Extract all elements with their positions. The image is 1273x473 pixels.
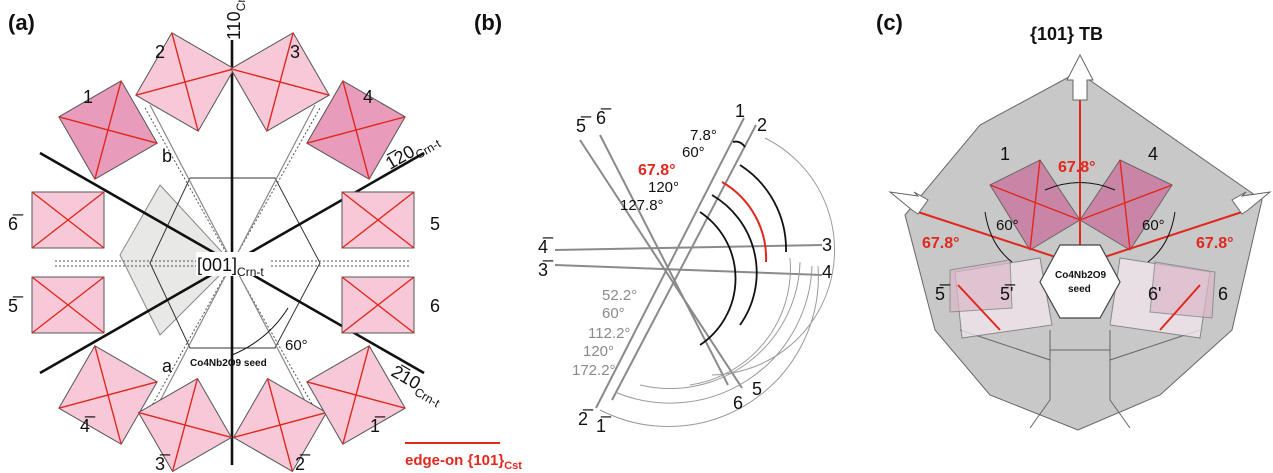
tetrahedra bbox=[31, 32, 415, 473]
seed-hexagon-c bbox=[1039, 244, 1121, 319]
grey-arcs bbox=[599, 137, 836, 427]
arrows bbox=[888, 53, 1272, 215]
b-label-1bar: 1̅ bbox=[596, 416, 612, 436]
tetra-2bar bbox=[232, 377, 328, 473]
b-label-3bar: 3̅ bbox=[538, 260, 554, 280]
tetra-3bar bbox=[137, 377, 233, 473]
panel-b-diagram: 1 2 3 4 5 6 5̅ 6̅ 4̅ 3̅ 2̅ 1̅ 7.8° 60° 6… bbox=[538, 101, 836, 436]
axis-110-label: 110Crn-t bbox=[224, 0, 248, 40]
c-label-6-prime: 6' bbox=[1148, 284, 1161, 304]
upper-tetrahedra bbox=[989, 159, 1173, 251]
angle-67-8-top: 67.8° bbox=[1058, 159, 1096, 176]
b-label-6bar: 6̅ bbox=[596, 108, 612, 128]
b-label-6: 6 bbox=[733, 393, 743, 413]
tetra-4 bbox=[306, 80, 406, 180]
tetra-6 bbox=[341, 276, 415, 334]
c-label-6: 6 bbox=[1218, 284, 1228, 304]
label-5: 5 bbox=[430, 214, 440, 234]
angle-7-8: 7.8° bbox=[690, 127, 717, 144]
twin-boundaries bbox=[917, 95, 1243, 331]
seed-label: Co4Nb2O9 seed bbox=[190, 358, 267, 369]
label-2: 2 bbox=[155, 42, 165, 62]
panel-label-b: (b) bbox=[474, 10, 502, 35]
c-label-1: 1 bbox=[1000, 144, 1010, 164]
tetra-6bar bbox=[31, 191, 105, 249]
angle-120-grey: 120° bbox=[583, 343, 614, 360]
label-3: 3 bbox=[290, 42, 300, 62]
b-label-5bar: 5̅ bbox=[576, 116, 592, 136]
tetra-5 bbox=[341, 191, 415, 249]
b-label-4bar: 4̅ bbox=[538, 237, 554, 257]
tetra-5bar bbox=[31, 276, 105, 334]
angle-52-2: 52.2° bbox=[602, 287, 637, 304]
angle-67-8-left: 67.8° bbox=[922, 235, 960, 252]
red-arc bbox=[721, 181, 768, 263]
tetra-1bar bbox=[306, 345, 406, 445]
b-label-2: 2 bbox=[757, 115, 767, 135]
direction-lines bbox=[554, 117, 823, 409]
point-a: a bbox=[162, 356, 173, 376]
b-label-3: 3 bbox=[822, 235, 832, 255]
c-label-5bar-prime: 5̅' bbox=[1000, 284, 1016, 304]
panel-label-a: (a) bbox=[8, 10, 35, 35]
angle-60-grey: 60° bbox=[602, 305, 625, 322]
seed-wedge bbox=[119, 184, 233, 336]
point-b: b bbox=[162, 146, 172, 166]
c-label-4: 4 bbox=[1148, 144, 1158, 164]
tetra-2 bbox=[135, 32, 235, 132]
center-label-bg bbox=[196, 252, 270, 276]
label-5bar: 5̅ bbox=[8, 296, 24, 316]
angle-127-8: 127.8° bbox=[620, 197, 664, 214]
seed-line2: seed bbox=[1068, 284, 1091, 295]
angle-120-b: 120° bbox=[648, 179, 679, 196]
angle-60-b: 60° bbox=[682, 144, 705, 161]
legend-text: edge-on {101}Cst bbox=[405, 452, 522, 472]
label-4: 4 bbox=[363, 87, 373, 107]
arrow-right-icon bbox=[1231, 191, 1272, 215]
angle-60: 60° bbox=[285, 337, 308, 354]
panel-a-diagram: [001]Crn-t Co4Nb2O9 seed 60° 110Crn-t 1̅… bbox=[8, 0, 444, 473]
b-label-4: 4 bbox=[822, 262, 832, 282]
label-6: 6 bbox=[430, 296, 440, 316]
panel-label-c: (c) bbox=[876, 10, 903, 35]
tetra-4bar bbox=[58, 345, 158, 445]
angle-172-2: 172.2° bbox=[572, 362, 616, 379]
angle-112-2: 112.2° bbox=[588, 325, 630, 342]
tetra-3 bbox=[230, 32, 330, 132]
label-6bar: 6̅ bbox=[8, 214, 24, 234]
angle-60-right: 60° bbox=[1142, 217, 1165, 234]
legend: edge-on {101}Cst bbox=[405, 442, 522, 472]
b-label-1: 1 bbox=[735, 101, 745, 121]
tetra-1 bbox=[58, 80, 158, 180]
arrow-up-icon bbox=[1066, 53, 1094, 101]
seed-line1: Co4Nb2O9 bbox=[1055, 270, 1107, 281]
lower-tetrahedra bbox=[949, 257, 1216, 339]
arrow-left-icon bbox=[888, 191, 929, 215]
angle-60-left: 60° bbox=[996, 217, 1019, 234]
angle-67-8-right: 67.8° bbox=[1196, 235, 1234, 252]
angle-67-8-b: 67.8° bbox=[638, 162, 676, 179]
b-label-2bar: 2̅ bbox=[578, 409, 594, 429]
panel-c-diagram: Co4Nb2O9 seed {101} TB 1 4 5̅ 5̅' 6' 6 6… bbox=[888, 24, 1272, 431]
label-1: 1 bbox=[83, 87, 93, 107]
center-label: [001]Crn-t bbox=[197, 255, 264, 279]
black-arcs bbox=[699, 140, 787, 346]
tb-title: {101} TB bbox=[1030, 24, 1103, 44]
b-label-5: 5 bbox=[752, 379, 762, 399]
angle-arcs-c bbox=[984, 182, 1176, 263]
label-2bar: 2̅ bbox=[295, 454, 311, 473]
seed-hexagon bbox=[149, 177, 321, 349]
angle-arc bbox=[231, 307, 289, 356]
